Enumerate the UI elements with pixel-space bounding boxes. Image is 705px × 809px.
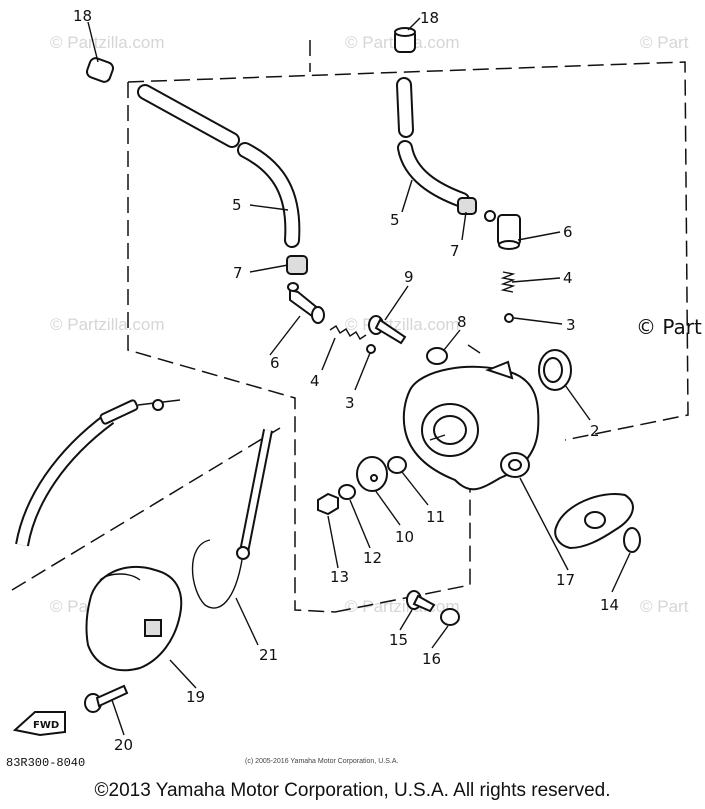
oil-pump-body xyxy=(402,360,540,491)
part-10-plate xyxy=(356,456,388,492)
callout-16: 16 xyxy=(422,650,441,668)
part-3-ball-left xyxy=(366,344,376,354)
callout-20: 20 xyxy=(114,736,133,754)
part-7-clamp-left xyxy=(286,255,308,275)
callout-15: 15 xyxy=(389,631,408,649)
fwd-label: FWD xyxy=(33,720,59,731)
part-18-cap-right xyxy=(394,27,416,53)
callout-5: 5 xyxy=(232,196,242,214)
part-6-fitting-left xyxy=(287,282,325,324)
callout-13: 13 xyxy=(330,568,349,586)
part-5-hose-right xyxy=(396,77,470,208)
small-copyright: (c) 2005-2016 Yamaha Motor Corporation, … xyxy=(245,758,399,765)
part-3-ball-right xyxy=(504,313,514,323)
callout-14: 14 xyxy=(600,596,619,614)
part-20-screw xyxy=(84,684,129,713)
callout-6: 6 xyxy=(270,354,280,372)
part-15-bolt xyxy=(406,590,436,613)
callout-6: 6 xyxy=(563,223,573,241)
watermark-dark: © Part xyxy=(636,315,702,339)
callout-19: 19 xyxy=(186,688,205,706)
callout-21: 21 xyxy=(259,646,278,664)
boundary-lower-left xyxy=(11,427,281,591)
callout-3: 3 xyxy=(345,394,355,412)
part-12-washer xyxy=(338,484,356,500)
group-boundary xyxy=(11,40,689,613)
watermark: © Partzilla.com xyxy=(345,315,460,334)
part-4-spring-left xyxy=(329,325,367,340)
drawing-code: 83R300-8040 xyxy=(6,756,86,770)
callout-2: 2 xyxy=(590,422,600,440)
part-18-cap-left xyxy=(85,57,115,83)
fwd-arrow-icon: FWD xyxy=(12,711,66,737)
watermark: © Partzilla.com xyxy=(50,315,165,334)
part-16-washer xyxy=(440,608,460,626)
callout-11: 11 xyxy=(426,508,445,526)
boundary-bottom xyxy=(334,480,471,613)
part-7-clamp-right xyxy=(457,197,477,215)
part-11-washer xyxy=(387,456,407,474)
copyright-footer: ©2013 Yamaha Motor Corporation, U.S.A. A… xyxy=(94,780,611,801)
callout-4: 4 xyxy=(310,372,320,390)
part-6-fitting-right xyxy=(484,210,521,250)
callout-12: 12 xyxy=(363,549,382,567)
callout-17: 17 xyxy=(556,571,575,589)
watermark: © Partzilla.com xyxy=(50,33,165,52)
part-8-washer xyxy=(426,347,448,365)
leader-lines xyxy=(87,17,631,736)
watermark: © Part xyxy=(640,33,689,52)
callout-7: 7 xyxy=(233,264,243,282)
callout-5: 5 xyxy=(390,211,400,229)
nipple-fitting xyxy=(467,344,481,354)
boundary-top-right xyxy=(127,61,689,441)
watermark: © Part xyxy=(640,597,689,616)
part-19-pump-cover xyxy=(85,565,183,672)
callout-labels: 18 18 5 5 7 7 6 6 4 4 3 3 9 8 2 11 10 12… xyxy=(73,7,619,754)
part-17-gasket xyxy=(554,493,634,550)
part-2-oil-seal xyxy=(538,349,572,391)
callout-10: 10 xyxy=(395,528,414,546)
callout-18: 18 xyxy=(73,7,92,25)
callout-3: 3 xyxy=(566,316,576,334)
callout-9: 9 xyxy=(404,268,414,286)
callout-8: 8 xyxy=(457,313,467,331)
oil-pump-cable xyxy=(15,399,181,547)
part-4-spring-right xyxy=(500,271,516,293)
part-9-bolt xyxy=(368,315,407,345)
callout-18: 18 xyxy=(420,9,439,27)
callout-4: 4 xyxy=(563,269,573,287)
part-14-o-ring xyxy=(623,527,641,553)
part-5-hose-left xyxy=(137,84,301,248)
callout-7: 7 xyxy=(450,242,460,260)
part-21-cable xyxy=(191,429,273,609)
part-13-nut xyxy=(317,492,339,516)
boundary-left xyxy=(127,82,336,613)
